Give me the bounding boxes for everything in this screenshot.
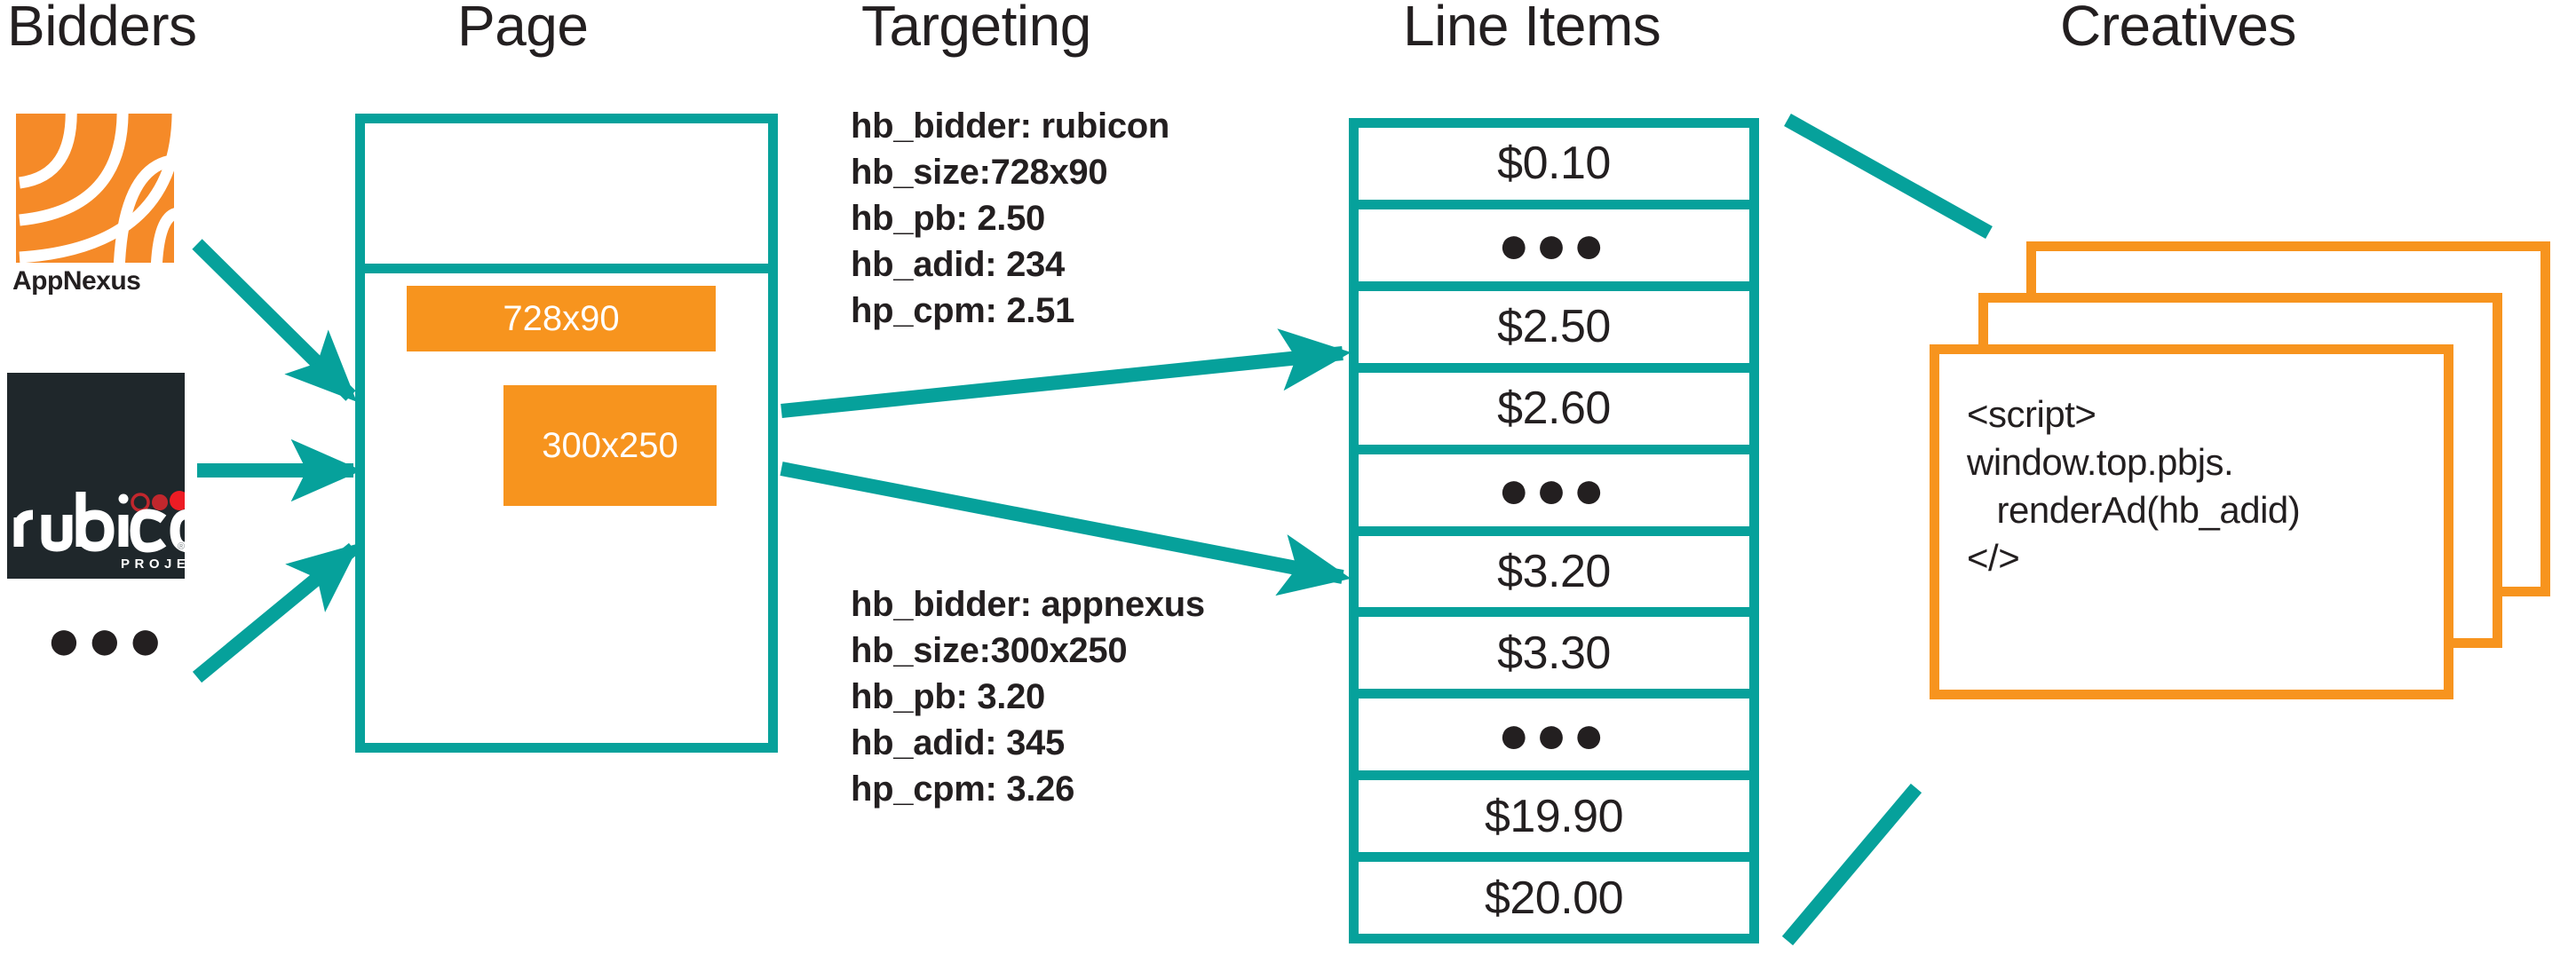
line-item-row[interactable]: $3.30	[1359, 617, 1749, 699]
targeting-line: hb_pb: 2.50	[851, 199, 1045, 238]
line-item-row[interactable]: $2.50	[1359, 290, 1749, 373]
column-heading-targeting: Targeting	[861, 0, 1091, 58]
svg-text:PROJECT: PROJECT	[121, 556, 185, 572]
creative-code-snippet: <script> window.top.pbjs. renderAd(hb_ad…	[1967, 393, 2301, 579]
rubicon-project-logo-icon: PROJECT ®	[7, 373, 185, 579]
ad-slot-728x90[interactable]: 728x90	[407, 286, 716, 351]
targeting-line: hb_adid: 345	[851, 723, 1065, 762]
targeting-block-appnexus: hb_bidder: appnexus hb_size:300x250 hb_p…	[851, 581, 1205, 812]
targeting-line: hb_size:728x90	[851, 153, 1108, 192]
line-item-row[interactable]: $3.20	[1359, 535, 1749, 618]
line-item-row: ●●●	[1359, 454, 1749, 536]
targeting-line: hb_adid: 234	[851, 245, 1065, 284]
targeting-line: hb_bidder: appnexus	[851, 585, 1205, 624]
targeting-block-rubicon: hb_bidder: rubicon hb_size:728x90 hb_pb:…	[851, 103, 1169, 334]
arrow-appnexus-to-page	[192, 239, 357, 402]
page-box-divider	[355, 264, 778, 273]
bidders-more-ellipsis: ●●●	[46, 606, 169, 672]
line-item-row[interactable]: $19.90	[1359, 780, 1749, 863]
appnexus-label: AppNexus	[12, 266, 141, 296]
targeting-line: hb_pb: 3.20	[851, 677, 1045, 716]
targeting-line: hb_bidder: rubicon	[851, 107, 1170, 146]
line-item-row: ●●●	[1359, 209, 1749, 291]
targeting-line: hp_cpm: 3.26	[851, 770, 1075, 809]
line-items-table: $0.10 ●●● $2.50 $2.60 ●●● $3.20 $3.30 ●●…	[1349, 118, 1759, 943]
arrow-page-to-lineitem-320	[780, 462, 1351, 596]
arrow-more-bidders-to-page	[192, 542, 361, 683]
column-heading-page: Page	[457, 0, 589, 58]
ad-slot-300x250[interactable]: 300x250	[503, 385, 717, 506]
appnexus-logo-icon	[16, 114, 174, 263]
arrow-page-to-lineitem-250	[781, 328, 1351, 418]
connector-lineitems-to-creatives-top	[1784, 114, 1993, 239]
column-heading-bidders: Bidders	[7, 0, 197, 58]
connector-lineitems-to-creatives-bottom	[1781, 783, 1922, 946]
line-item-row: ●●●	[1359, 699, 1749, 781]
line-item-row[interactable]: $20.00	[1359, 862, 1749, 935]
svg-text:®: ®	[178, 541, 185, 552]
targeting-line: hp_cpm: 2.51	[851, 291, 1075, 330]
line-item-row[interactable]: $2.60	[1359, 372, 1749, 454]
column-heading-creatives: Creatives	[2060, 0, 2296, 58]
targeting-line: hb_size:300x250	[851, 631, 1128, 670]
line-item-row[interactable]: $0.10	[1359, 128, 1749, 209]
column-heading-lineitems: Line Items	[1403, 0, 1661, 58]
creative-card-front	[1930, 344, 2453, 699]
